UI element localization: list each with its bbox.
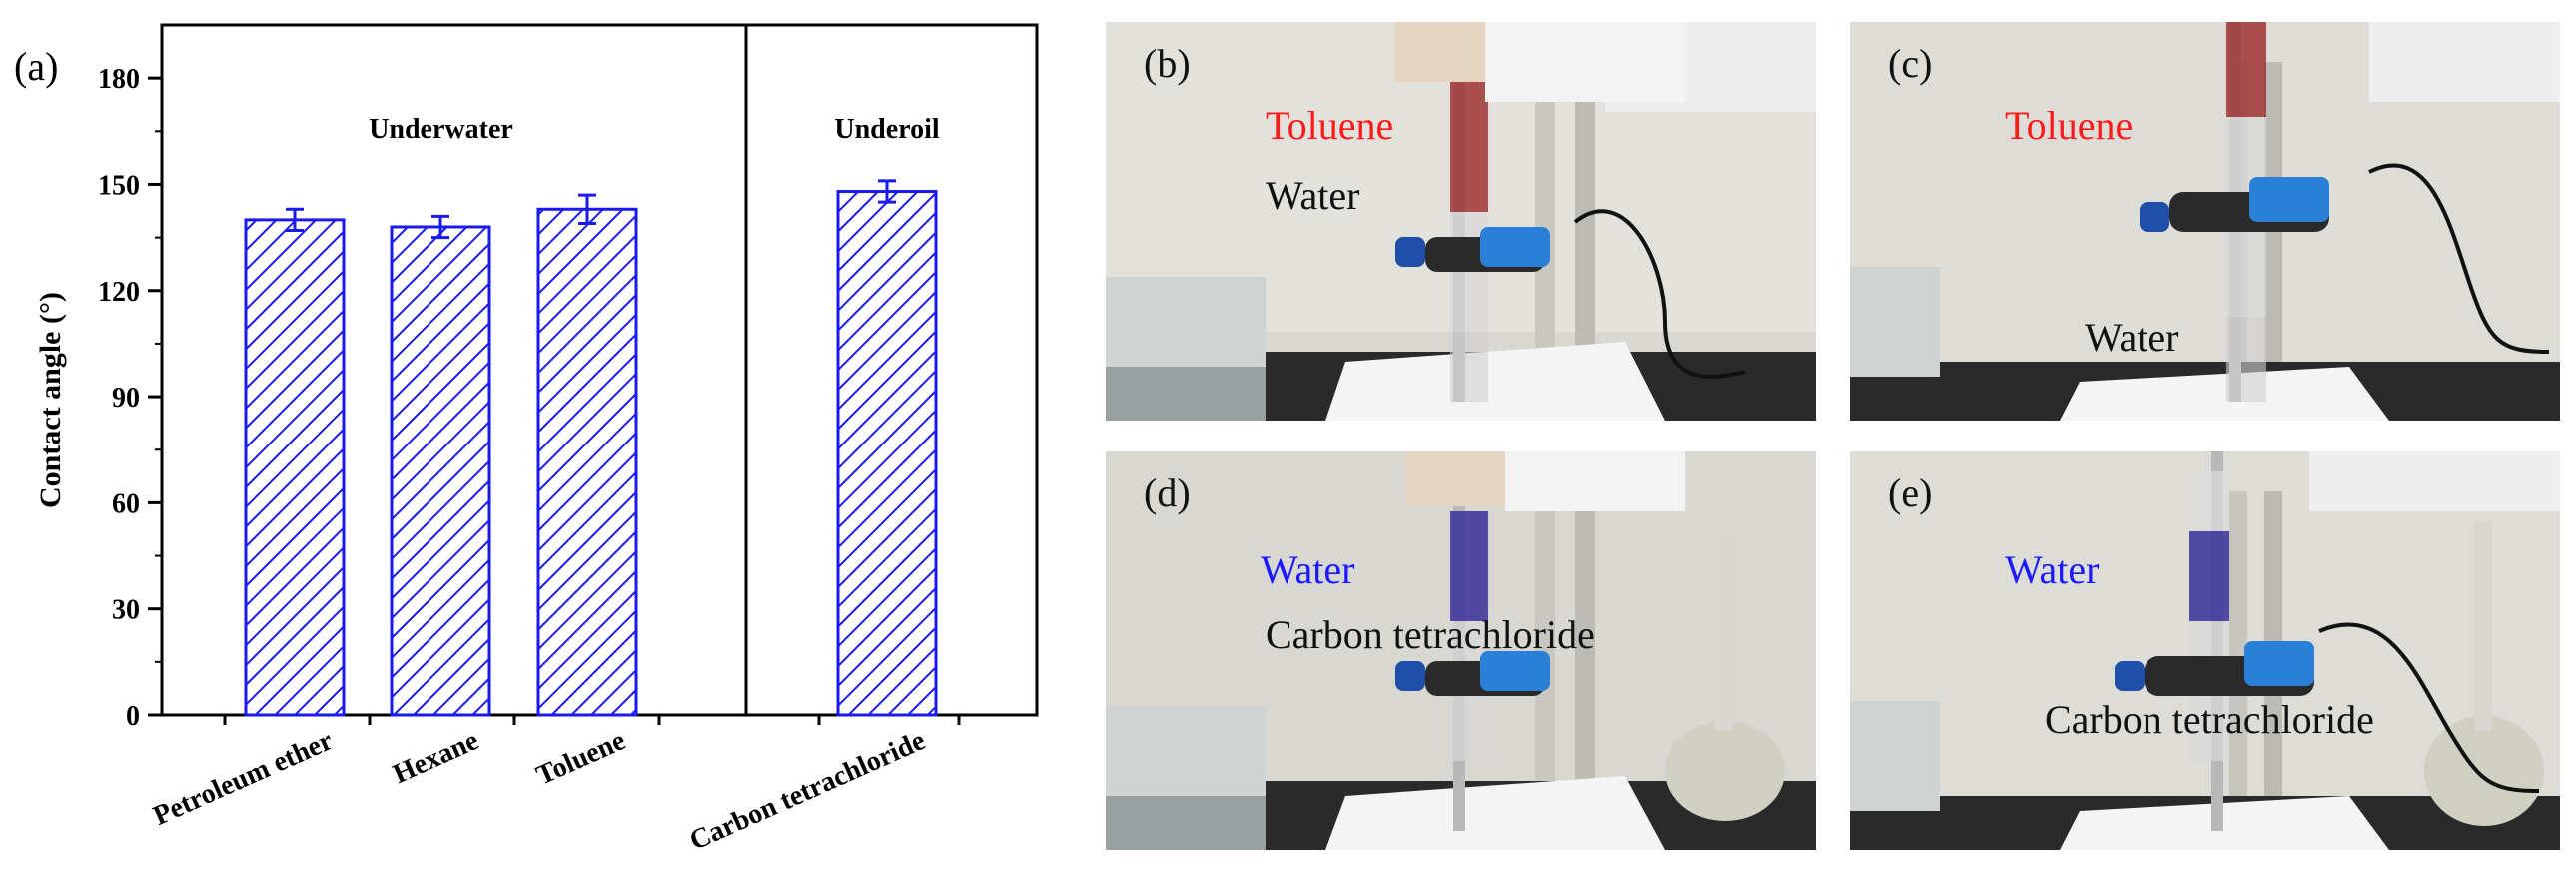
- photo-c: (c) Toluene Water: [1850, 22, 2560, 421]
- bar: [536, 207, 638, 717]
- photo-e: (e) Water Carbon tetrachloride: [1850, 451, 2560, 850]
- group-label-underwater: Underwater: [369, 114, 513, 145]
- photo-b-text-water: Water: [1266, 173, 1360, 218]
- photo-c-text-water: Water: [2085, 315, 2179, 360]
- photo-c-text-toluene: Toluene: [2005, 103, 2134, 148]
- photo-e-scene: [1850, 451, 2560, 850]
- photo-b-scene: [1106, 22, 1816, 421]
- x-tick-label: Hexane: [389, 725, 483, 790]
- x-tick-label: Petroleum ether: [149, 725, 338, 832]
- y-tick-label: 60: [112, 488, 140, 519]
- y-tick-label: 30: [112, 595, 140, 626]
- bar: [390, 225, 491, 717]
- photo-b-text-toluene: Toluene: [1266, 103, 1394, 148]
- photo-b-label: (b): [1144, 41, 1191, 86]
- photo-e-label: (e): [1888, 470, 1933, 515]
- y-tick-label: 180: [98, 64, 140, 95]
- bar: [244, 218, 346, 717]
- photo-b: (b) Toluene Water: [1106, 22, 1816, 421]
- y-tick-label: 90: [112, 383, 140, 414]
- group-label-underoil: Underoil: [834, 114, 939, 145]
- photo-c-label: (c): [1888, 41, 1933, 86]
- bar: [836, 190, 938, 717]
- photo-d-label: (d): [1144, 470, 1191, 515]
- panel-label-a: (a): [14, 44, 58, 89]
- photo-e-text-water: Water: [2005, 547, 2100, 592]
- y-tick-label: 120: [98, 277, 140, 308]
- x-tick-label: Toluene: [531, 725, 629, 792]
- photo-d-text-water: Water: [1261, 547, 1355, 592]
- photo-d-text-carbon-tetrachloride: Carbon tetrachloride: [1266, 612, 1595, 657]
- y-tick-label: 0: [126, 701, 140, 732]
- photo-c-scene: [1850, 22, 2560, 421]
- photo-e-text-carbon-tetrachloride: Carbon tetrachloride: [2045, 697, 2374, 742]
- y-tick-label: 150: [98, 170, 140, 201]
- photo-d: (d) Water Carbon tetrachloride: [1106, 451, 1816, 850]
- y-axis-label: Contact angle (°): [34, 292, 67, 508]
- x-tick-label: Carbon tetrachloride: [685, 725, 930, 857]
- photo-d-scene: [1106, 451, 1816, 850]
